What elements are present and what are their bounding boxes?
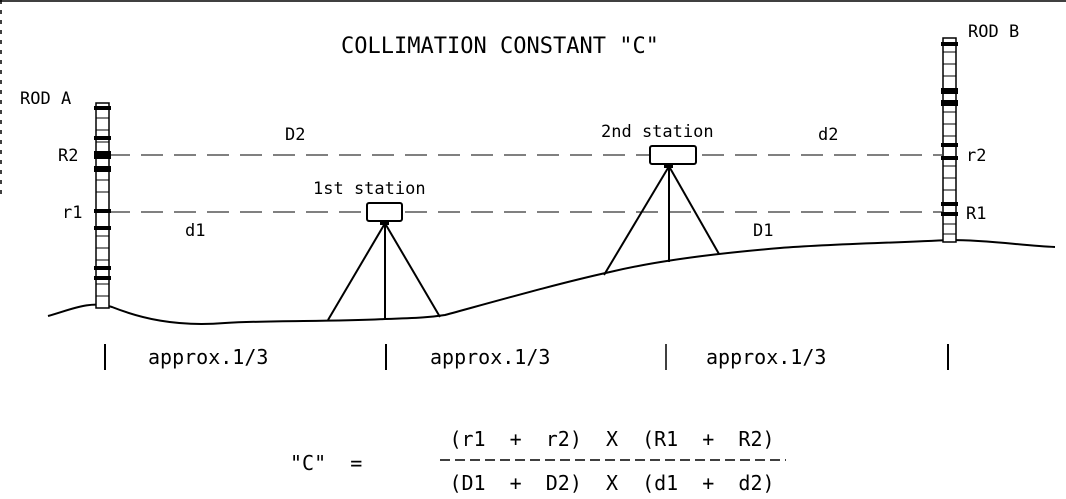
first-station-instrument: [327, 202, 441, 321]
distance-D1: D1: [753, 221, 773, 241]
formula-denominator: (D1 + D2) X (d1 + d2): [449, 471, 774, 495]
formula-numerator: (r1 + r2) X (R1 + R2): [449, 427, 774, 451]
rod-b-label: ROD B: [968, 22, 1019, 42]
diagram-title: COLLIMATION CONSTANT "C": [341, 34, 659, 59]
reading-R2: R2: [58, 146, 78, 166]
rod-a-label: ROD A: [20, 89, 71, 109]
distance-d1: d1: [185, 221, 205, 241]
rod-a: [94, 102, 111, 309]
rod-b: [941, 37, 958, 243]
tripod-leg: [385, 224, 441, 318]
first-station-label: 1st station: [313, 179, 426, 199]
spacing-label-1: approx.1/3: [148, 345, 268, 369]
second-station-instrument: [603, 145, 720, 276]
reading-r1: r1: [62, 203, 82, 223]
level-instrument-1: [366, 202, 403, 222]
reading-r2: r2: [966, 146, 986, 166]
rod-b-staff: [942, 37, 957, 243]
spacing-label-3: approx.1/3: [706, 345, 826, 369]
spacing-label-2: approx.1/3: [430, 345, 550, 369]
distance-D2: D2: [285, 125, 305, 145]
formula-lhs: "C" =: [290, 451, 362, 475]
level-instrument-2: [649, 145, 697, 165]
ground-line: [47, 238, 1056, 325]
tripod-leg: [669, 167, 720, 255]
tripod-leg: [603, 167, 669, 276]
distance-d2: d2: [818, 125, 838, 145]
tripod-leg: [327, 224, 385, 321]
second-station-label: 2nd station: [601, 122, 714, 142]
reading-R1: R1: [966, 204, 986, 224]
